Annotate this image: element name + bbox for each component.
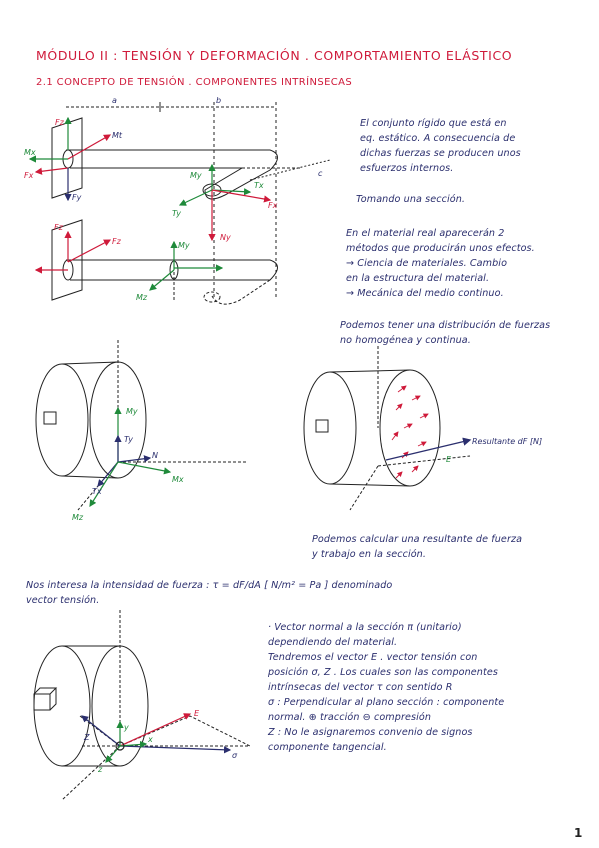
label-tx: Tx	[254, 181, 264, 190]
label-fz-lower: Fz	[54, 223, 64, 232]
label-e-dist: E	[446, 455, 452, 464]
label-mx-cyl: Mx	[172, 475, 184, 484]
label-fx-end: Fx	[268, 201, 278, 210]
label-y: y	[123, 723, 129, 732]
label-mz-cyl: Mz	[72, 513, 84, 522]
label-my-lower: My	[178, 241, 190, 250]
label-tau: Z	[83, 733, 90, 742]
label-x: x	[147, 735, 153, 744]
dim-a: a	[112, 96, 117, 105]
note-intensity: Nos interesa la intensidad de fuerza : τ…	[26, 580, 393, 606]
label-mt: Mt	[112, 131, 123, 140]
forces-lower	[34, 230, 224, 291]
label-fz: Fz	[55, 118, 65, 127]
figure-crank-upper	[51, 102, 331, 300]
page-number: 1	[574, 826, 583, 840]
figure-cylinder-distribution	[303, 346, 471, 511]
label-ty-cyl: Ty	[124, 435, 133, 444]
label-e-tension: E	[194, 709, 200, 718]
label-fy: Fy	[72, 193, 82, 202]
figure-cylinder-efforts	[35, 340, 246, 511]
label-my: My	[190, 171, 202, 180]
forces-upper	[28, 116, 272, 242]
label-resultant: Resultante dF [N]	[472, 437, 542, 446]
figure-crank-lower	[51, 219, 278, 305]
label-ty: Ty	[172, 209, 181, 218]
label-mz-lower: Mz	[136, 293, 148, 302]
section-title: 2.1 CONCEPTO DE TENSIÓN . COMPONENTES IN…	[36, 77, 353, 88]
label-ny: Ny	[220, 233, 231, 242]
forces-cylinder	[89, 406, 172, 508]
tension-vectors	[81, 713, 232, 763]
label-mx: Mx	[24, 148, 36, 157]
note-distribution: Podemos tener una distribución de fuerza…	[340, 320, 551, 346]
label-my-cyl: My	[126, 407, 138, 416]
note-resultant: Podemos calcular una resultante de fuerz…	[312, 534, 523, 560]
resultant-arrow	[385, 437, 472, 461]
stress-distribution-arrows	[391, 385, 429, 479]
note-real-material: En el material real aparecerán 2 métodos…	[346, 228, 535, 299]
dim-b: b	[216, 96, 221, 105]
label-n-cyl: N	[152, 451, 158, 460]
note-components: · Vector normal a la sección π (unitario…	[268, 622, 505, 753]
label-z: z	[97, 765, 103, 774]
figure-cylinder-tension	[33, 610, 251, 801]
note-section: Tomando una sección.	[356, 194, 466, 205]
module-title: MÓDULO II : TENSIÓN Y DEFORMACIÓN . COMP…	[36, 48, 513, 63]
label-tx-cyl: Tx	[92, 487, 102, 496]
dim-c: c	[318, 169, 323, 178]
label-fz2-lower: Fz	[112, 237, 122, 246]
note-rigid-body: El conjunto rígido que está en eq. estát…	[360, 118, 521, 174]
label-sigma: σ	[232, 751, 238, 760]
label-fx: Fx	[24, 171, 34, 180]
